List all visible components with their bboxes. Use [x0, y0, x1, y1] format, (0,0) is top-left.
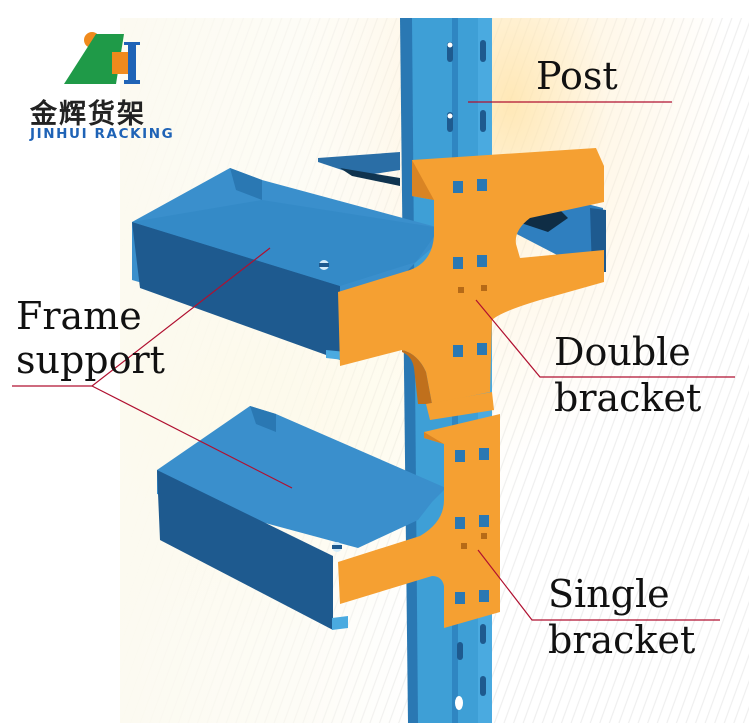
callout-lines: [12, 101, 735, 621]
label-double-bracket-line1: Double: [554, 330, 691, 374]
label-single-bracket-line1: Single: [548, 572, 670, 616]
single-bracket: [338, 392, 500, 628]
double-bracket: [338, 148, 604, 404]
logo-english-name: JINHUI RACKING: [30, 126, 175, 142]
frame-support-callout-lower: [91, 385, 293, 489]
label-frame-support-line2: support: [16, 338, 165, 382]
label-single-bracket-line2: bracket: [548, 618, 696, 662]
logo-chinese-name: 金辉货架: [30, 99, 146, 130]
label-post: Post: [536, 54, 618, 98]
jh-monogram-logo: [64, 32, 140, 84]
single-bracket-callout-line: [477, 549, 720, 621]
label-double-bracket-line2: bracket: [554, 376, 702, 420]
lower-frame-support: [157, 406, 446, 630]
background-fade: [120, 18, 420, 723]
label-frame-support-line1: Frame: [16, 294, 142, 338]
double-bracket-callout-line: [475, 299, 735, 378]
